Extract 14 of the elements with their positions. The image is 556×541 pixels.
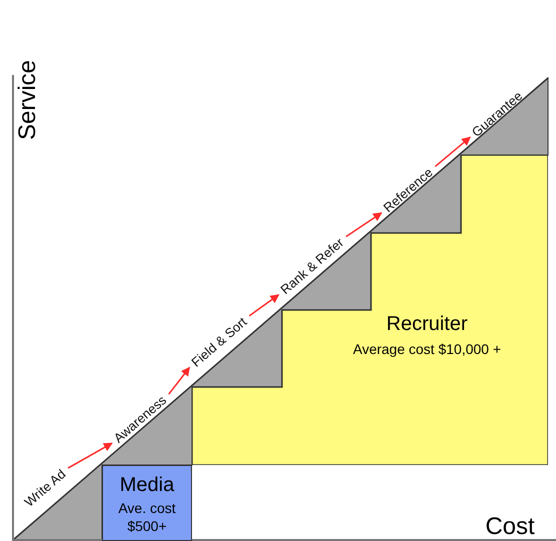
media-box [102,465,192,541]
arrow [68,442,113,469]
arrow [434,136,471,168]
axis-label: Cost [485,513,535,541]
axis-label: Service [14,60,42,140]
arrow [248,294,280,316]
box-heading: Media [118,474,176,497]
arrow [168,366,190,395]
arrow [346,212,382,238]
recruiter-area [192,155,548,465]
area-text: Average cost $10,000 + [352,341,502,357]
step-label: Write Ad [22,466,68,510]
box-text: Ave. cost $500+ [117,499,177,535]
area-heading: Recruiter [385,313,469,336]
